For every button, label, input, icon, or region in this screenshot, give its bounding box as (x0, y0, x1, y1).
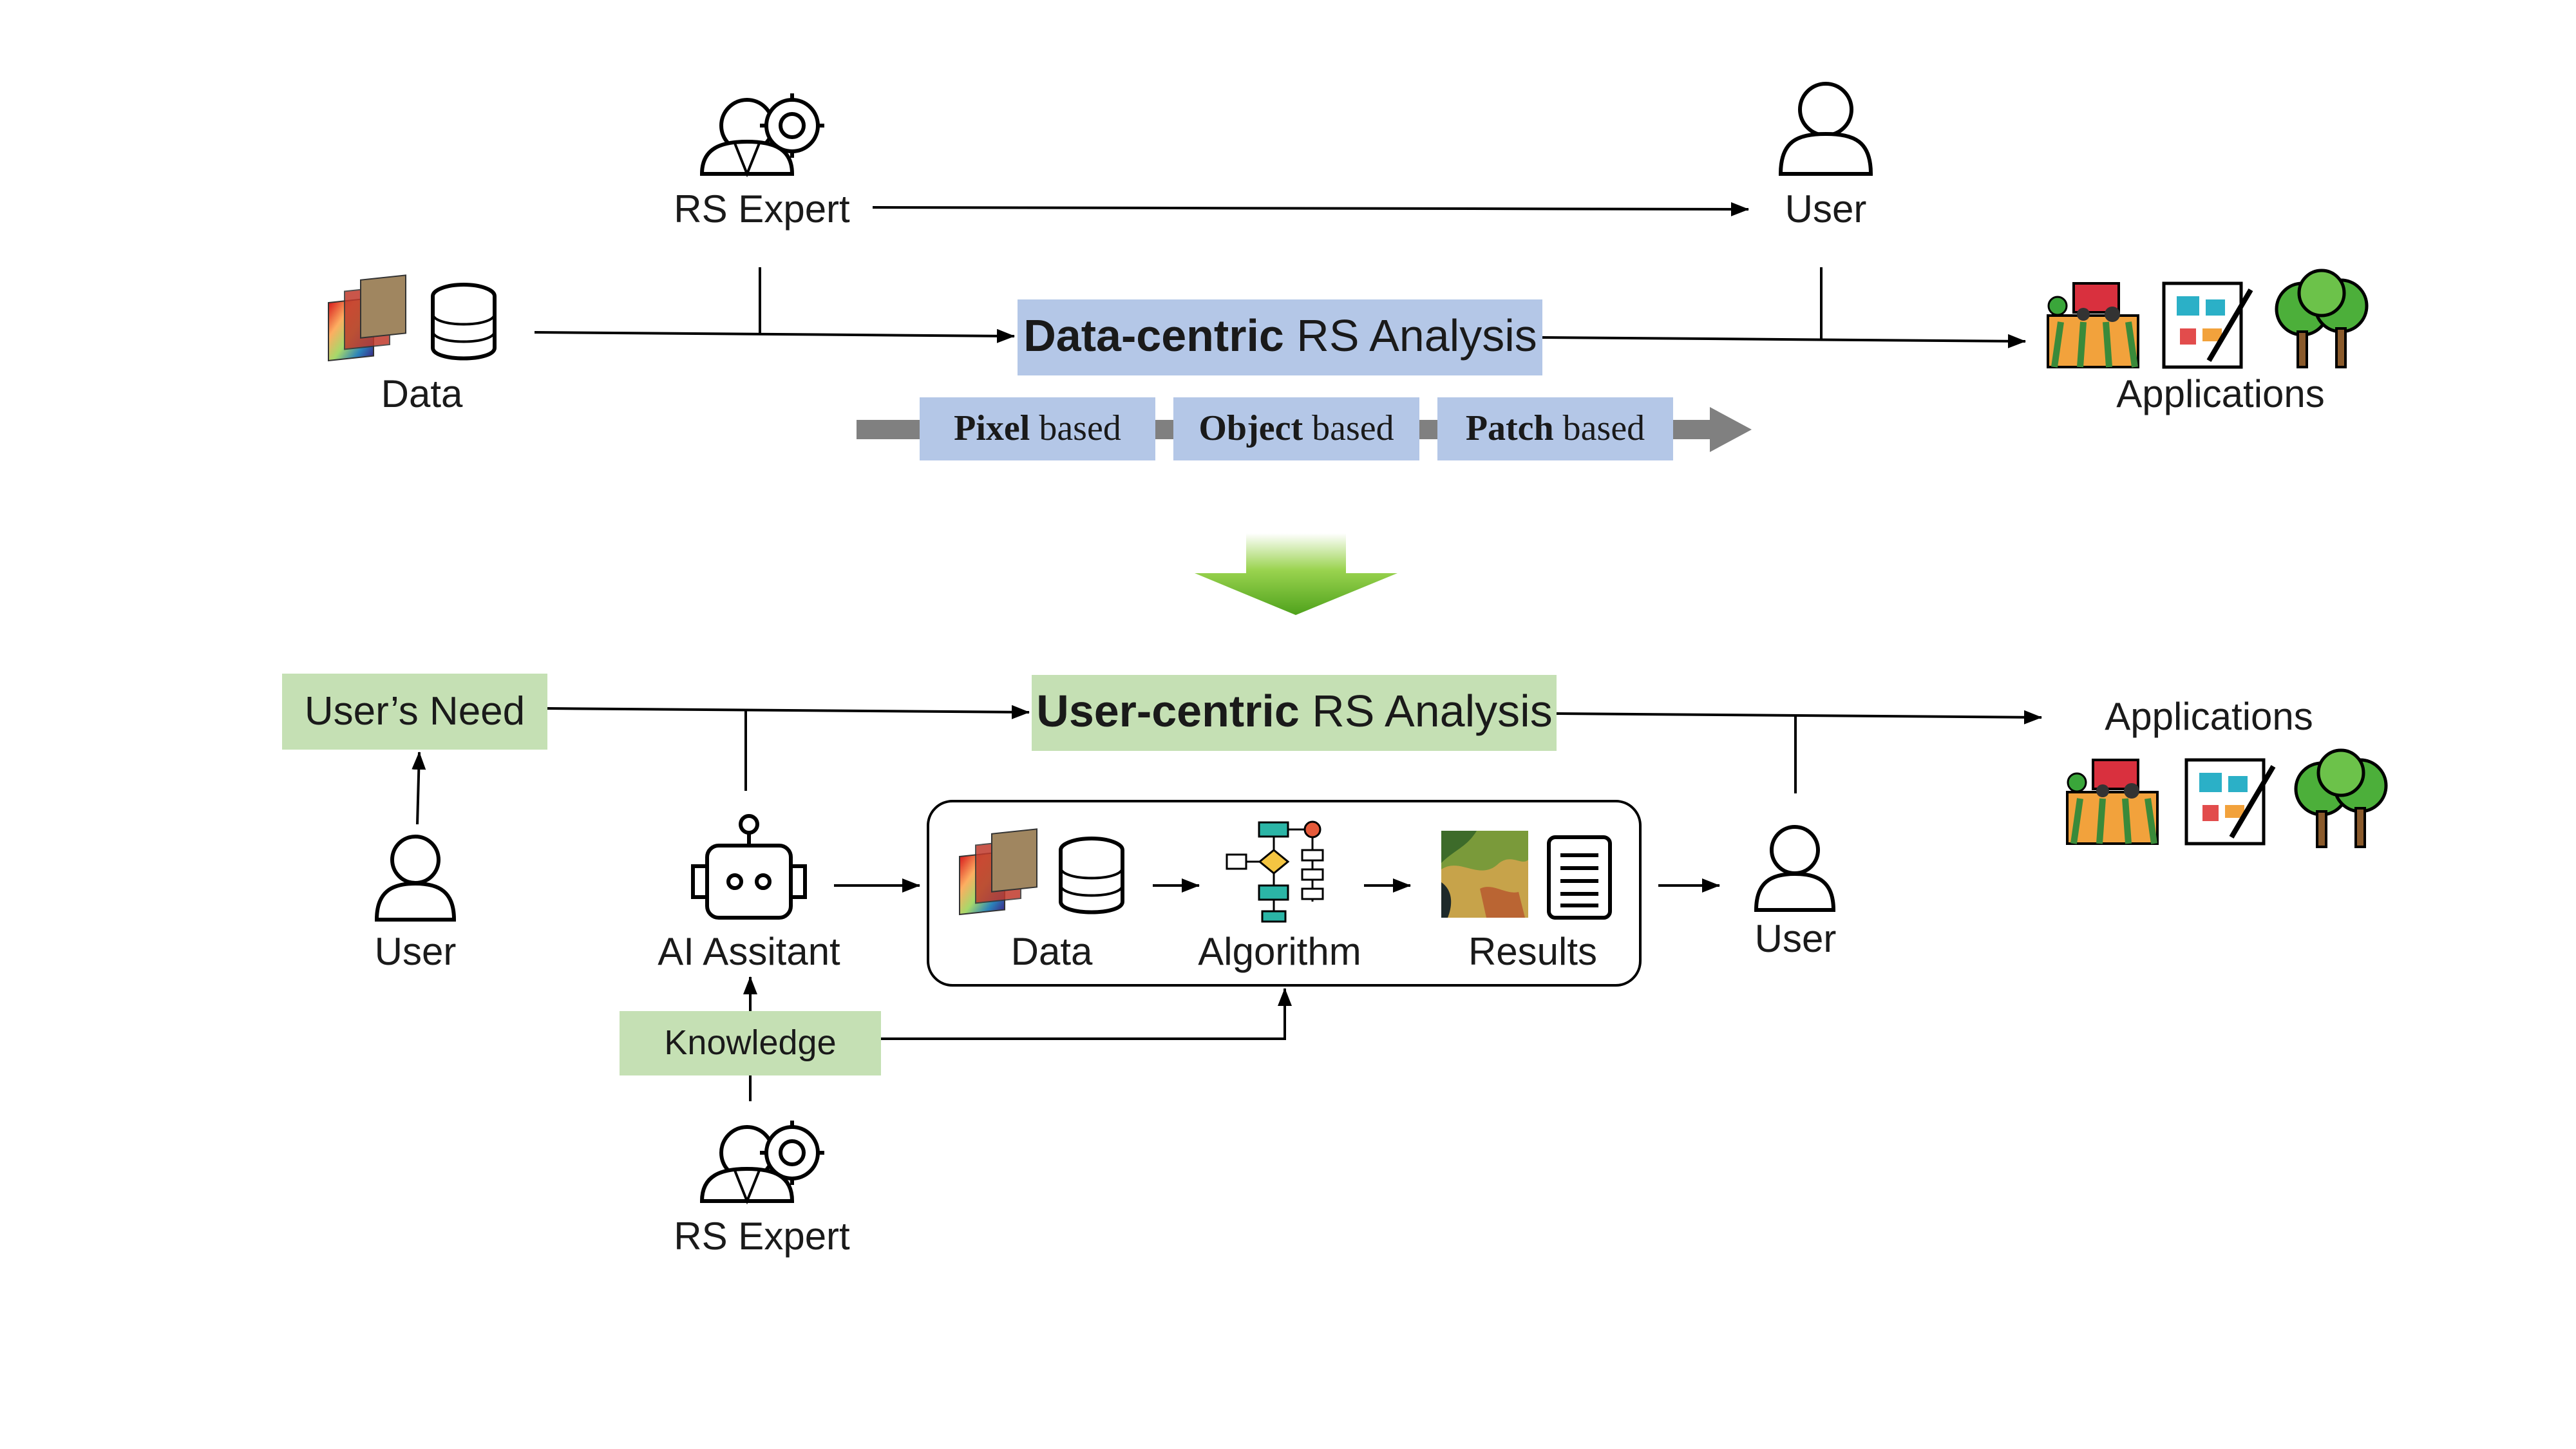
analysis-to-applications-arrow (1542, 334, 2026, 348)
result-map-icon (1441, 831, 1528, 918)
farm-icon (2066, 759, 2159, 845)
applications-label-bottom: Applications (2105, 695, 2313, 738)
knowledge-to-algorithm-arrow (881, 988, 1292, 1040)
need-to-analysis-arrow (547, 705, 1030, 719)
pixel-based-label: Pixel based (954, 408, 1121, 448)
data-label-top: Data (381, 372, 463, 415)
results-label: Results (1468, 930, 1597, 973)
map-planning-icon (2184, 758, 2276, 846)
farm-icon (2047, 282, 2139, 368)
data-icon (328, 274, 497, 362)
flowchart-icon (1226, 820, 1324, 923)
analysis-to-applications-arrow-bottom (1556, 710, 2042, 724)
pipeline-data-label: Data (1011, 930, 1093, 973)
user-centric-title: User-centric RS Analysis (1036, 686, 1552, 736)
applications-label-top: Applications (2116, 372, 2325, 415)
data-icon (959, 828, 1124, 916)
pixel-based-box (920, 397, 1155, 460)
data-to-analysis-arrow (534, 328, 1015, 343)
knowledge-label: Knowledge (664, 1023, 836, 1062)
rs-expert-icon (699, 1121, 824, 1205)
data-centric-box (1018, 299, 1542, 375)
robot-icon (691, 814, 807, 920)
trees-icon (2275, 269, 2369, 368)
trees-icon (2294, 748, 2388, 848)
user-to-need-arrow (412, 752, 426, 825)
map-planning-icon (2162, 281, 2253, 369)
object-based-label: Object based (1198, 408, 1394, 448)
rs-expert-label-top: RS Expert (674, 187, 850, 231)
rs-expert-label-bottom: RS Expert (674, 1215, 850, 1258)
user-left-label: User (375, 930, 457, 973)
object-based-box (1173, 397, 1419, 460)
user-right-label: User (1755, 917, 1837, 960)
user-icon (1778, 82, 1873, 176)
expert-to-user-arrow (872, 202, 1749, 216)
algorithm-label: Algorithm (1198, 930, 1361, 973)
patch-based-label: Patch based (1466, 408, 1645, 448)
patch-based-box (1437, 397, 1673, 460)
data-centric-title: Data-centric RS Analysis (1023, 310, 1537, 361)
user-icon (374, 835, 457, 922)
method-band-arrowhead (1710, 407, 1752, 452)
transition-down-arrow (1195, 533, 1397, 615)
user-centric-box (1032, 675, 1557, 751)
rs-expert-icon (699, 93, 824, 178)
document-icon (1547, 835, 1612, 920)
user-label-top: User (1785, 187, 1867, 231)
users-need-box (282, 674, 547, 750)
user-icon (1754, 825, 1836, 912)
users-need-label: User’s Need (305, 689, 525, 734)
ai-assistant-label: AI Assitant (658, 930, 840, 973)
knowledge-box (620, 1011, 881, 1075)
